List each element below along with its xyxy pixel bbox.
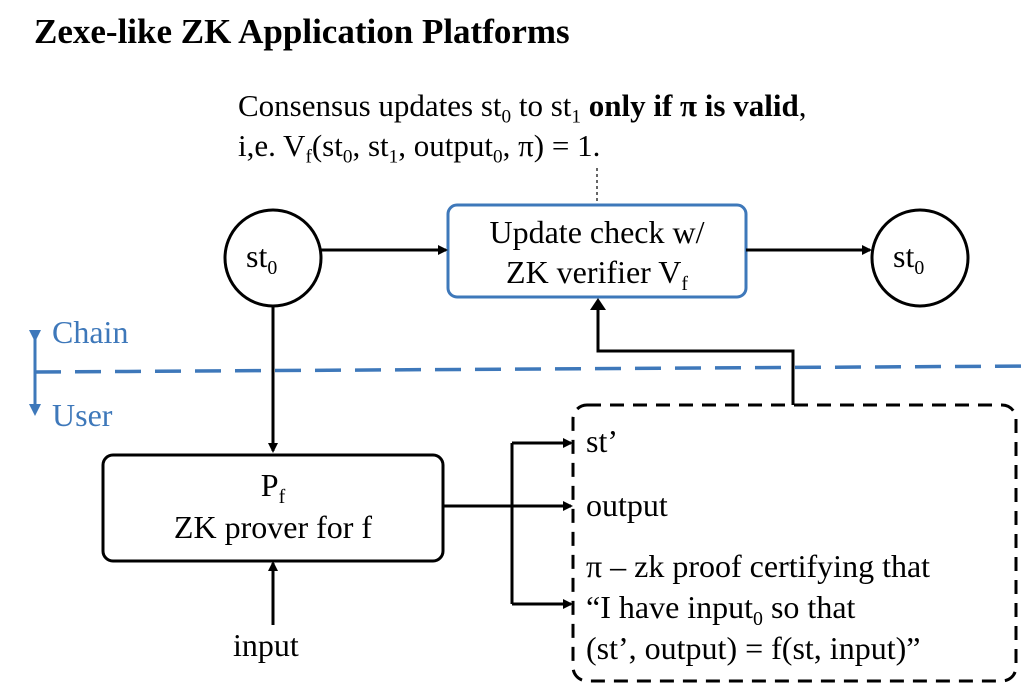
subscript: f [305, 146, 312, 168]
consensus-line-1: Consensus updates st0 to st1 only if π i… [238, 86, 807, 128]
proof-line-2: “I have input0 so that [586, 587, 930, 630]
state-text: st [246, 238, 268, 274]
subscript: 0 [914, 256, 925, 279]
update-check-line-2: ZK verifier Vf [448, 252, 746, 295]
subscript: 0 [493, 146, 503, 168]
proof-text: so that [762, 589, 856, 625]
consensus-text: , π) = 1. [502, 128, 601, 163]
subscript: f [681, 272, 688, 295]
state-text: st [893, 238, 915, 274]
consensus-text: i,e. V [238, 128, 306, 163]
user-label: User [52, 397, 113, 433]
update-check-label: Update check w/ ZK verifier Vf [448, 212, 746, 295]
subscript: f [278, 485, 286, 508]
consensus-text: , [798, 88, 807, 123]
prover-symbol: P [260, 467, 279, 503]
consensus-line-2: i,e. Vf(st0, st1, output0, π) = 1. [238, 126, 806, 168]
chain-user-boundary [34, 364, 1034, 374]
consensus-text: (st [311, 128, 343, 163]
input-label: input [233, 627, 299, 663]
subscript: 0 [501, 106, 512, 128]
consensus-text: Consensus updates st [238, 88, 502, 123]
state-right-label: st0 [893, 238, 924, 278]
proof-line-3: (st’, output) = f(st, input)” [586, 630, 921, 666]
prover-line-2: ZK prover for f [173, 509, 373, 545]
consensus-text: to st [511, 88, 572, 123]
state-right-circle [870, 208, 970, 308]
consensus-emphasis: only if π is valid [588, 88, 799, 123]
subscript: 1 [388, 146, 399, 168]
prover-label: Pf ZK prover for f [103, 464, 443, 548]
subscript: 0 [267, 256, 278, 279]
proof-feedback-path [596, 305, 795, 405]
subscript: 0 [342, 146, 353, 168]
consensus-text: , output [398, 128, 493, 163]
proof-text: “I have input [586, 589, 754, 625]
output-proof: π – zk proof certifying that “I have inp… [586, 546, 930, 669]
output-output: output [586, 487, 668, 523]
chain-label: Chain [52, 314, 129, 350]
update-check-line-1: Update check w/ [489, 214, 705, 250]
state-left-label: st0 [246, 238, 277, 278]
subscript: 0 [753, 607, 763, 630]
proof-feedback-arrowhead [590, 298, 606, 310]
prover-line-1: Pf [103, 464, 443, 508]
consensus-text: , st [352, 128, 389, 163]
consensus-caption: Consensus updates st0 to st1 only if π i… [238, 86, 807, 168]
page-title: Zexe-like ZK Application Platforms [34, 12, 570, 51]
output-st-prime: st’ [586, 423, 618, 459]
subscript: 1 [571, 106, 582, 128]
update-check-text: ZK verifier V [506, 254, 682, 290]
proof-line-1: π – zk proof certifying that [586, 548, 931, 584]
